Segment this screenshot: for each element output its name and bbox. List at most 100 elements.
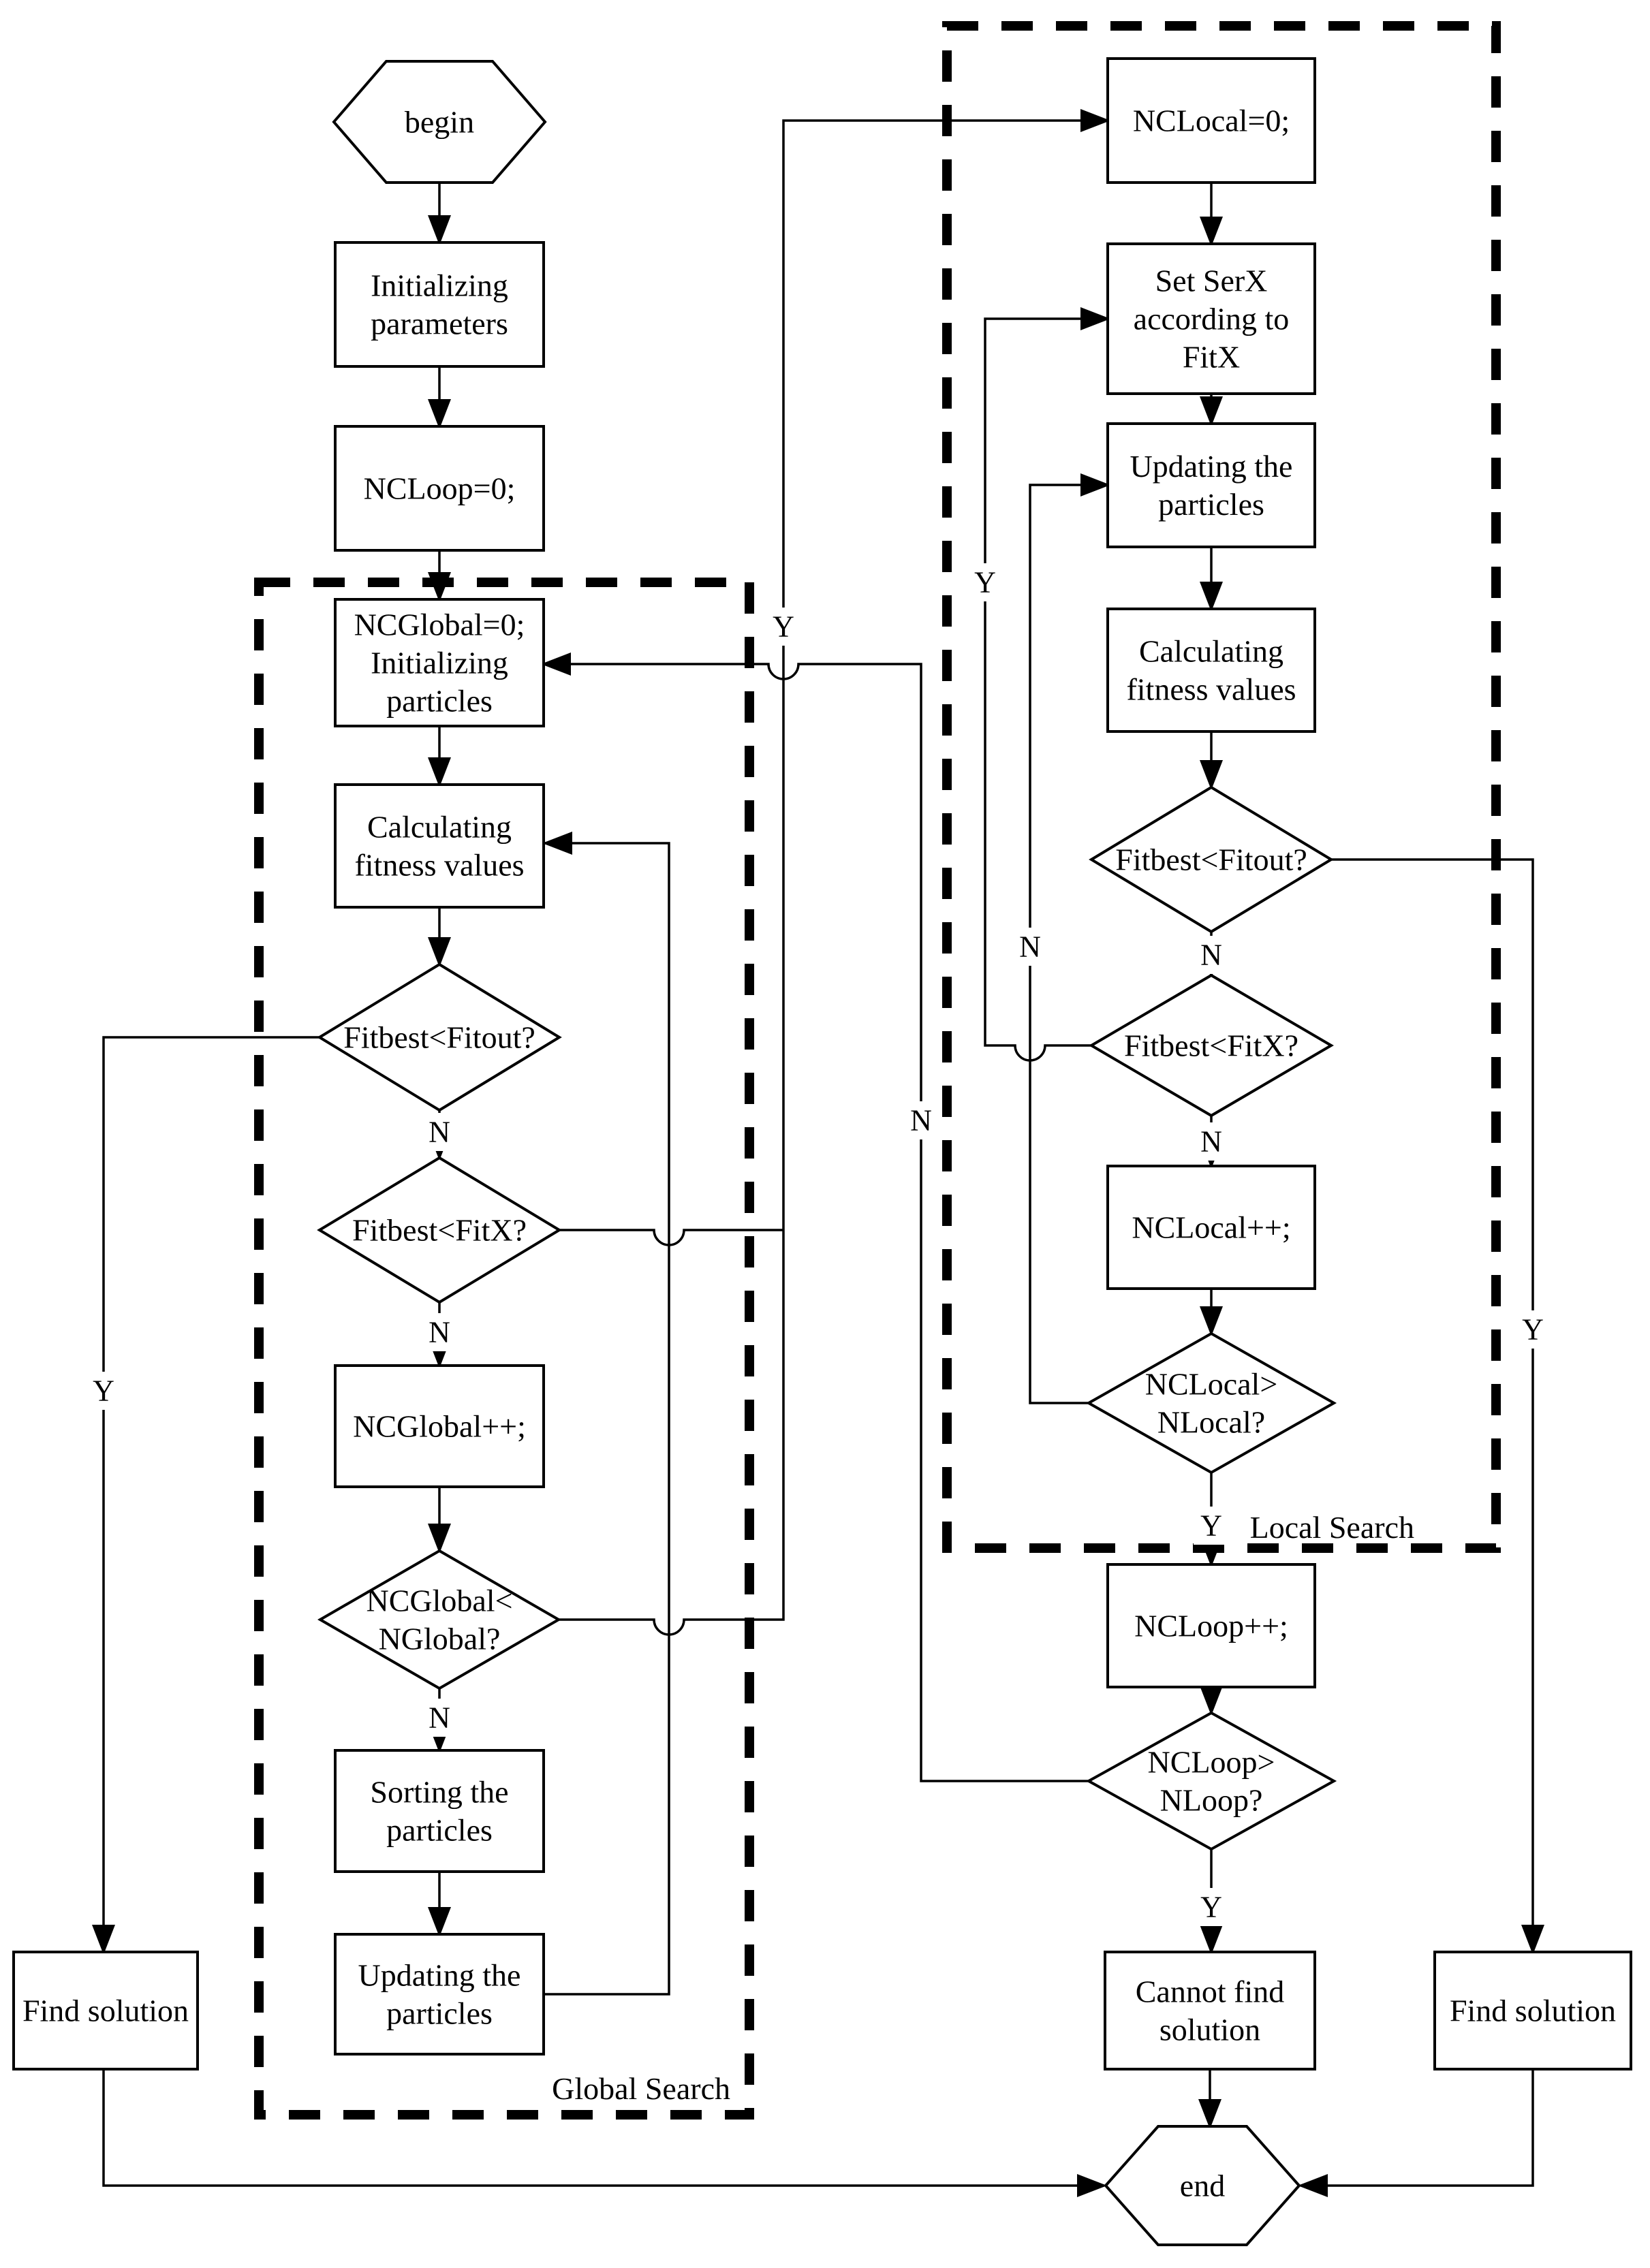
node-begin-text: begin	[405, 105, 474, 140]
node-sorting-the-particles-text: particles	[386, 1813, 493, 1848]
edge-fitbestfitx-local-n-label-bg	[1194, 1122, 1229, 1161]
node-ncloop-increment	[1106, 1563, 1316, 1688]
node-set-serx-according-to-fitx	[1106, 242, 1316, 395]
edge-fitbestfitx-local-n-label-n: N	[1200, 1125, 1222, 1159]
node-nclocal-0	[1106, 57, 1316, 184]
node-find-solution-right	[1433, 1951, 1632, 2070]
node-fitbest-fitx-global-text: Fitbest<FitX?	[352, 1213, 527, 1248]
node-ncglobal-increment	[334, 1364, 545, 1488]
node-ncglobal-nglobal	[317, 1549, 562, 1690]
local-search-label: Local Search	[1250, 1510, 1414, 1545]
edge-ncglobalnglobal-n-label-n: N	[429, 1701, 450, 1735]
node-ncglobal-0-initializing-particles-text: NCGlobal=0;	[354, 608, 525, 642]
node-ncloop-nloop-text: NCLoop>	[1148, 1745, 1275, 1780]
edge-fitbestfitout-n-label-bg	[422, 1113, 457, 1151]
node-initializing-parameters-text: parameters	[371, 306, 508, 341]
node-set-serx-according-to-fitx-text: according to	[1134, 302, 1290, 336]
node-ncloop-nloop	[1085, 1711, 1337, 1851]
node-fitbest-fitout-global-text: Fitbest<Fitout?	[343, 1020, 535, 1055]
edge-nclocalnlocal-y-nclooppp-label-bg	[1194, 1507, 1229, 1545]
node-calculating-fitness-values-global-text: Calculating	[367, 810, 512, 845]
node-cannot-find-solution-text: Cannot find	[1136, 1974, 1284, 2009]
edge-fitbestfitx-local-y-setserx-label-y: Y	[974, 566, 996, 599]
node-sorting-the-particles	[334, 1749, 545, 1873]
edge-nclocalnlocal-y-nclooppp-label-y: Y	[1200, 1509, 1222, 1543]
node-nclocal-nlocal-text: NCLocal>	[1145, 1367, 1278, 1402]
node-nclocal-increment	[1106, 1165, 1316, 1290]
node-calculating-fitness-values-local	[1106, 608, 1316, 733]
node-sorting-the-particles-text: Sorting the	[370, 1775, 508, 1810]
edge-nclocalnlocal-n-updating-label-bg	[1012, 928, 1048, 966]
edge-labels: N Y N N Y N N Y N Y N Y Y	[86, 563, 1551, 1926]
node-ncglobal-0-initializing-particles	[334, 598, 545, 727]
edge-fitbestfitout-local-y-findsolution	[1331, 858, 1544, 1955]
edge-fitbestfitout-local-y-findsolution-label-bg	[1515, 1310, 1551, 1349]
edge-ncloopnloop-y-cannotfind-label-y: Y	[1200, 1891, 1222, 1924]
node-fitbest-fitout-local	[1089, 785, 1334, 934]
edge-fitbestfitout-y-findsolution-label-y: Y	[93, 1374, 114, 1408]
node-nclocal-nlocal-text: NLocal?	[1157, 1405, 1265, 1440]
node-set-serx-according-to-fitx-text: FitX	[1183, 340, 1240, 375]
node-nclocal-0-text: NCLocal=0;	[1133, 104, 1290, 138]
edge-fitbestfitout-local-n-label-n: N	[1200, 939, 1222, 972]
node-ncloop-0-text: NCLoop=0;	[364, 471, 516, 506]
edge-fitbestfitx-n-label-bg	[422, 1313, 457, 1351]
node-calculating-fitness-values-local-text: fitness values	[1126, 672, 1296, 707]
edge-ncloopnloop-n-return-label-bg	[903, 1101, 939, 1139]
global-search-label: Global Search	[552, 2071, 730, 2106]
node-cannot-find-solution	[1104, 1951, 1316, 2070]
edge-nclocalnlocal-n-updating-label-n: N	[1019, 930, 1041, 964]
node-find-solution-left	[12, 1951, 199, 2070]
node-updating-the-particles-local-text: Updating the	[1130, 449, 1293, 484]
node-ncglobal-0-initializing-particles-text: particles	[386, 684, 493, 719]
node-end-text: end	[1180, 2169, 1225, 2203]
node-ncloop-nloop-text: NLoop?	[1160, 1783, 1263, 1818]
node-updating-the-particles-global-text: Updating the	[358, 1958, 521, 1993]
node-updating-the-particles-local	[1106, 422, 1316, 548]
edge-ncglobalnglobal-y-nclocal0-label-bg	[766, 608, 801, 646]
edge-ncloopnloop-y-cannotfind-label-bg	[1194, 1888, 1229, 1926]
node-fitbest-fitx-local	[1089, 973, 1334, 1118]
edge-fitbestfitout-local-y-findsolution-label-y: Y	[1522, 1313, 1544, 1346]
node-nclocal-increment-text: NCLocal++;	[1132, 1210, 1290, 1245]
edge-findsolutionleft-end	[102, 2069, 1107, 2197]
node-ncglobal-nglobal-text: NGlobal?	[379, 1622, 501, 1656]
edge-ncglobalnglobal-y-nclocal0	[559, 109, 1110, 1636]
node-set-serx-according-to-fitx-text: Set SerX	[1155, 264, 1268, 298]
edge-ncglobalnglobal-y-nclocal0-label-y: Y	[773, 610, 794, 644]
node-fitbest-fitout-local-text: Fitbest<Fitout?	[1115, 842, 1307, 877]
edge-fitbestfitout-y-findsolution-label-bg	[86, 1372, 121, 1410]
edge-fitbestfitout-y-findsolution	[92, 1036, 320, 1955]
edge-fitbestfitx-local-y-setserx	[984, 307, 1110, 1062]
node-fitbest-fitx-global	[317, 1156, 562, 1304]
node-calculating-fitness-values-global-text: fitness values	[354, 848, 524, 883]
node-ncglobal-nglobal-text: NCGlobal<	[366, 1584, 512, 1618]
node-calculating-fitness-values-local-text: Calculating	[1139, 634, 1283, 669]
node-ncglobal-increment-text: NCGlobal++;	[353, 1409, 526, 1444]
node-find-solution-right-text: Find solution	[1450, 1994, 1616, 2028]
node-fitbest-fitx-local-text: Fitbest<FitX?	[1124, 1028, 1298, 1063]
node-ncloop-0	[334, 425, 545, 552]
node-cannot-find-solution-text: solution	[1159, 2013, 1260, 2047]
edge-ncglobalnglobal-n-label-bg	[422, 1699, 457, 1737]
nodes: beginInitializingparametersNCLoop=0;NCGl…	[12, 57, 1632, 2246]
node-updating-the-particles-global	[334, 1933, 545, 2056]
node-end	[1104, 2125, 1301, 2246]
node-initializing-parameters-text: Initializing	[371, 268, 508, 303]
edges	[92, 109, 1544, 2197]
edge-fitbestfitx-local-y-setserx-label-bg	[967, 563, 1003, 601]
node-updating-the-particles-global-text: particles	[386, 1996, 493, 2031]
edge-ncloopnloop-n-return	[541, 652, 1089, 1782]
node-ncloop-increment-text: NCLoop++;	[1134, 1609, 1288, 1643]
edge-findsolutionright-end	[1298, 2069, 1534, 2197]
edge-updating-calc-return	[542, 832, 670, 1996]
edge-fitbestfitout-n-label-n: N	[429, 1116, 450, 1149]
edge-fitbestfitx-n-label-n: N	[429, 1316, 450, 1349]
node-begin	[332, 60, 547, 184]
edge-ncloopnloop-n-return-label-n: N	[910, 1104, 932, 1137]
edge-fitbestfitout-local-n-label-bg	[1194, 936, 1229, 974]
global-search-box	[254, 578, 754, 2120]
node-ncglobal-0-initializing-particles-text: Initializing	[371, 646, 508, 680]
